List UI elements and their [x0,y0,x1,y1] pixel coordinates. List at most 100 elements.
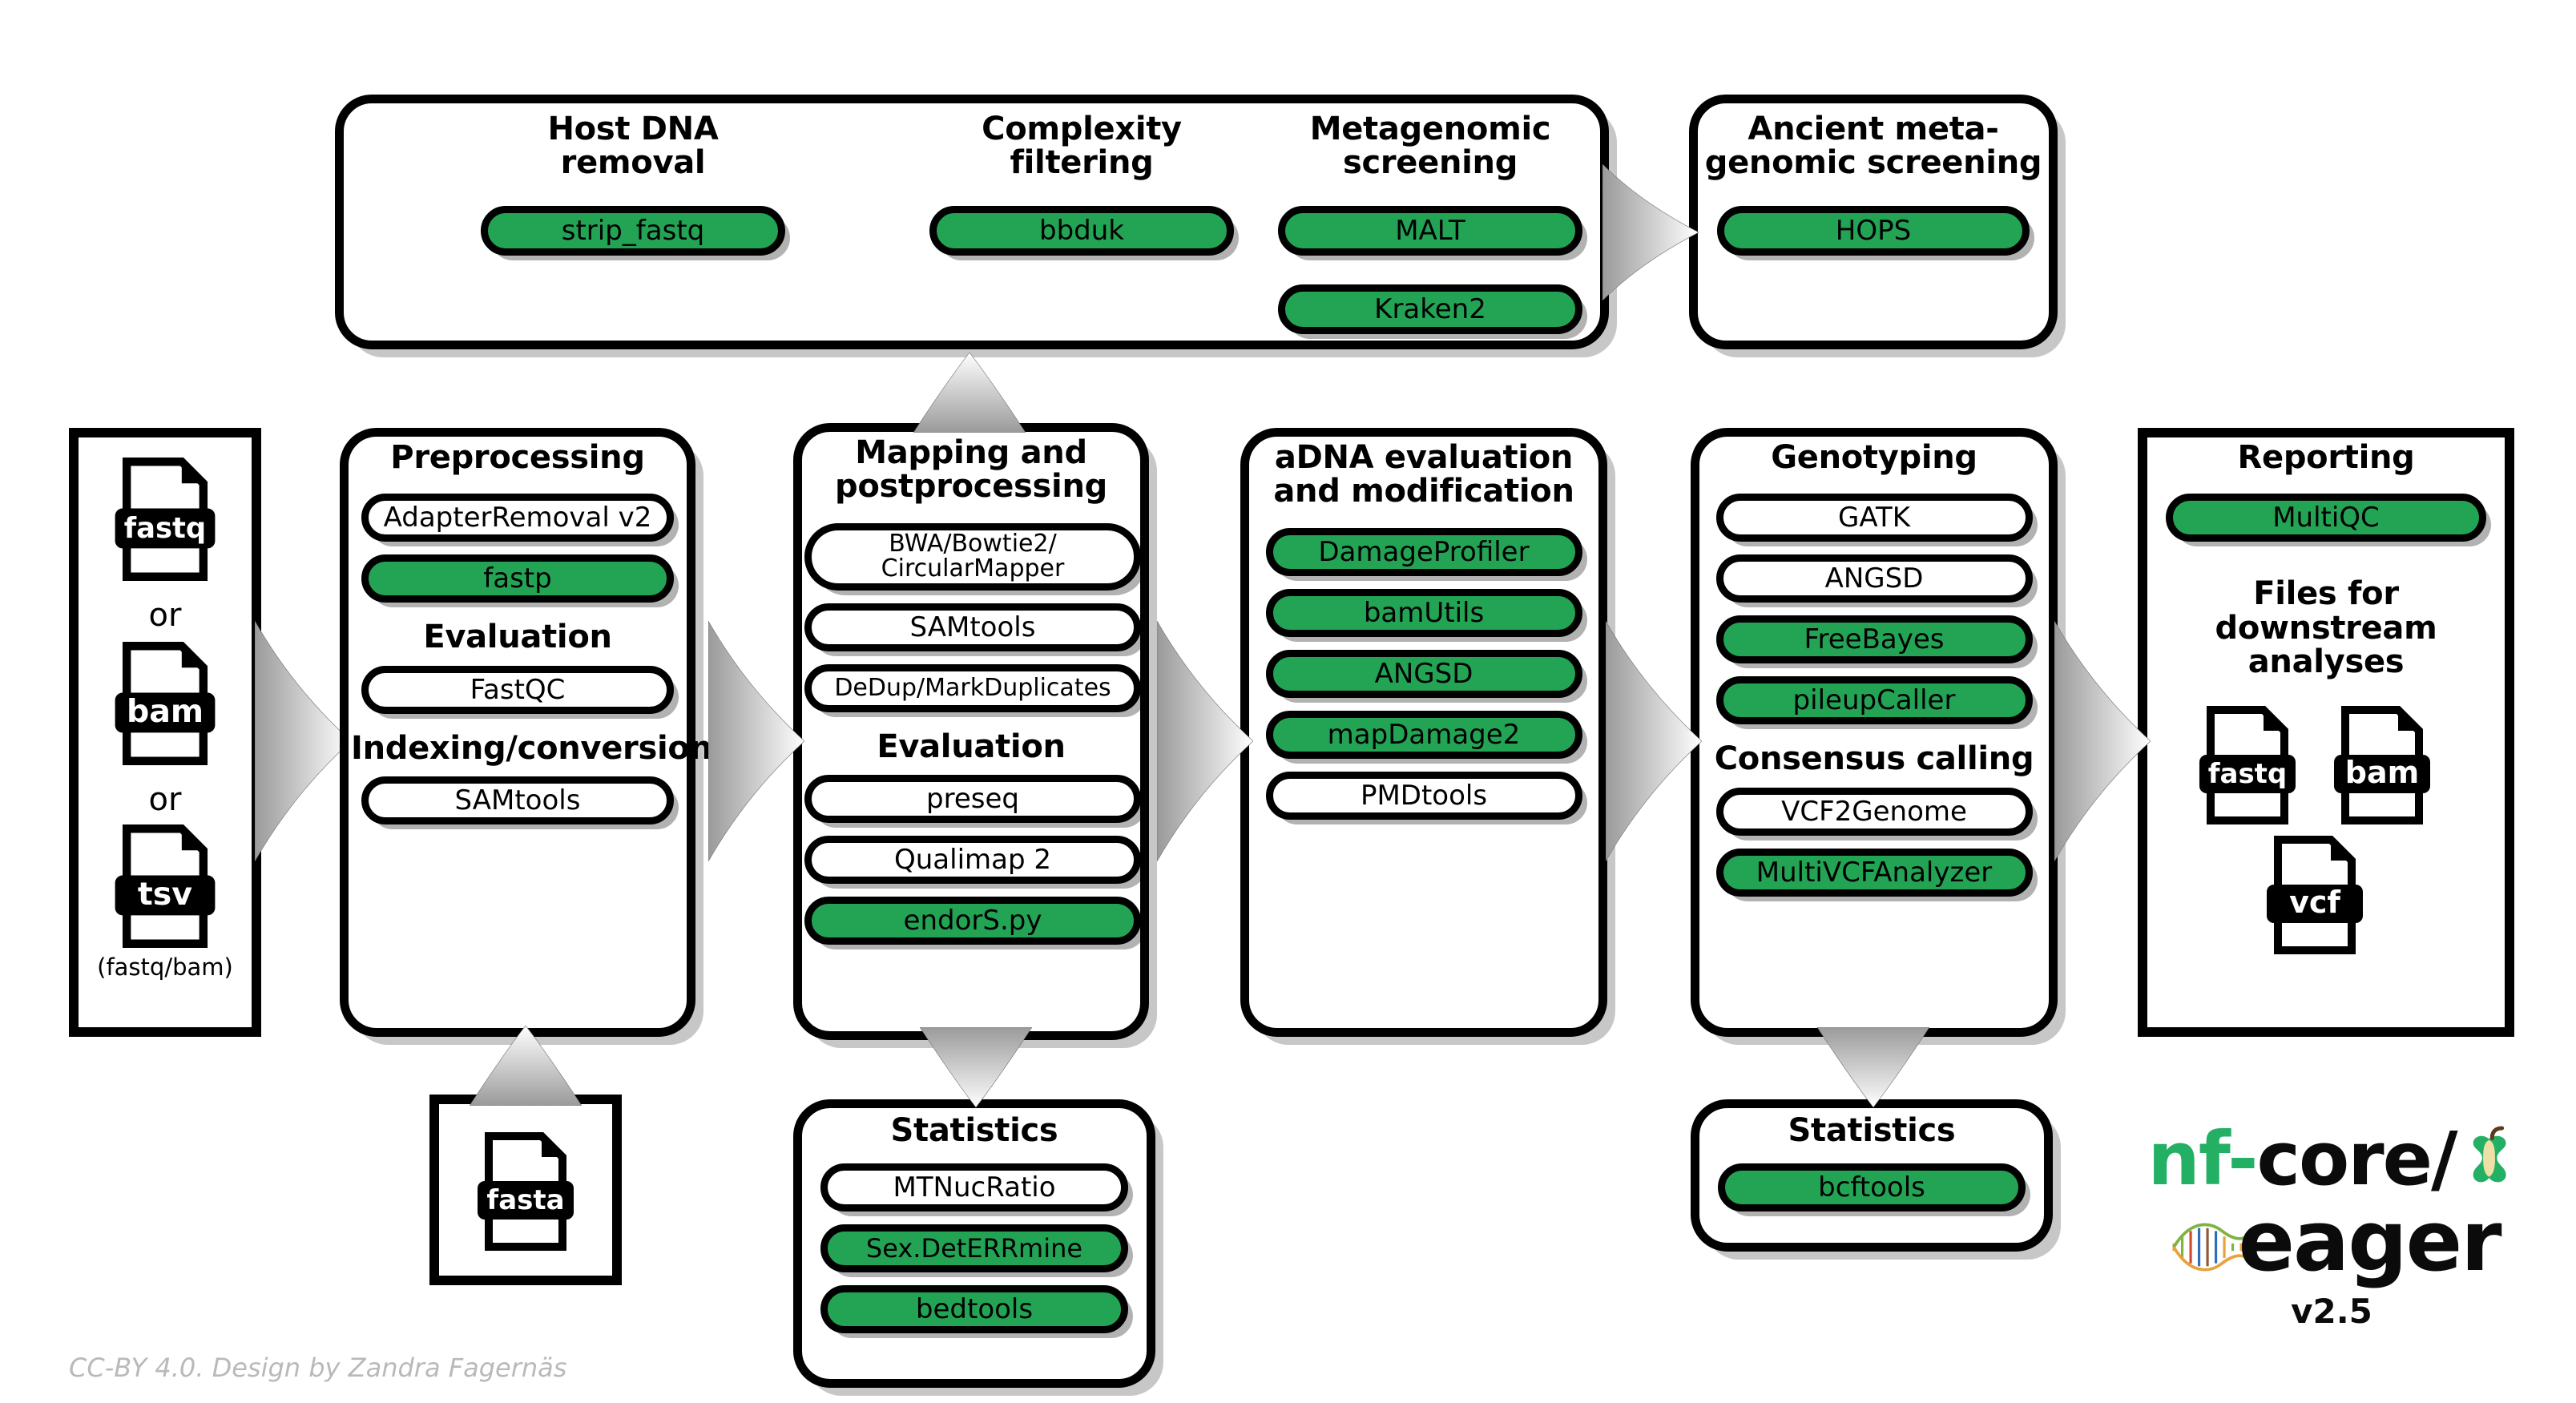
or-label-2: or [148,781,182,818]
column-title-reporting: Reporting [2237,439,2415,476]
tool-pill-kraken2[interactable]: Kraken2 [1278,284,1582,334]
file-icon-label: vcf [2289,885,2340,920]
tool-pill-label: MTNucRatio [893,1171,1056,1204]
tool-pill-gatk[interactable]: GATK [1715,494,2033,542]
tool-pill-label: SAMtools [909,611,1036,643]
tool-pill-preseq[interactable]: preseq [804,775,1141,824]
tool-pill-label: PMDtools [1360,779,1488,812]
tool-pill-label: mapDamage2 [1327,718,1521,751]
tool-pill-label: HOPS [1835,214,1912,247]
tool-pill-label: bbduk [1039,214,1124,247]
tool-pill-label: Sex.DetERRmine [865,1233,1083,1264]
statistics-genotyping-panel-title: Statistics [1788,1112,1956,1149]
tool-pill-fastqc[interactable]: FastQC [361,665,674,714]
tool-pill-angsd[interactable]: ANGSD [1265,649,1582,698]
tool-pill-mapdamage2[interactable]: mapDamage2 [1265,710,1582,759]
arrow-preprocessing-to-mapping [708,621,804,861]
logo-line-2: eager [2115,1192,2548,1290]
logo-core-text: core/ [2256,1115,2457,1202]
tool-pill-adapterremoval-v2[interactable]: AdapterRemoval v2 [361,494,674,542]
tool-pill-bedtools[interactable]: bedtools [820,1285,1128,1334]
arrow-screening-to-ancient [1602,164,1699,300]
tool-pill-label: MALT [1395,214,1465,247]
ancient-screening-title: Ancient meta-genomic screening [1704,111,2042,182]
arrow-adna-to-genotyping [1606,621,1702,861]
tool-pill-bamutils[interactable]: bamUtils [1265,588,1582,637]
tool-pill-label: MultiVCFAnalyzer [1756,856,1993,889]
subsection-title: Evaluation [877,728,1066,765]
fastq-file-icon: fastq [114,457,216,582]
vcf-file-icon: vcf [2266,835,2364,955]
arrow-mapping-to-adna [1157,621,1253,861]
tool-pill-label: FastQC [470,673,566,706]
arrow-mapping-to-statistics [920,1027,1032,1107]
tool-pill-malt[interactable]: MALT [1278,205,1582,256]
file-icon-label: fastq [124,512,207,545]
tool-pill-label: GATK [1837,502,1911,534]
tool-pill-damageprofiler[interactable]: DamageProfiler [1265,527,1582,576]
credit-text: CC-BY 4.0. Design by Zandra Fagernäs [69,1353,567,1383]
apple-core-icon [2473,1126,2506,1183]
tool-pill-label: MultiQC [2272,502,2380,534]
arrow-genotyping-to-reporting [2054,621,2151,861]
tool-pill-mtnucratio[interactable]: MTNucRatio [820,1163,1128,1212]
tool-pill-pileupcaller[interactable]: pileupCaller [1715,676,2033,725]
tool-pill-label: DeDup/MarkDuplicates [834,673,1111,702]
tool-pill-label: endorS.py [903,905,1042,937]
tool-pill-qualimap-2[interactable]: Qualimap 2 [804,836,1141,885]
tool-pill-pmdtools[interactable]: PMDtools [1265,771,1582,820]
column-title-preprocessing: Preprocessing [390,439,645,476]
logo-version: v2.5 [2291,1292,2372,1331]
tool-pill-label: BWA/Bowtie2/CircularMapper [881,530,1065,583]
file-icon-label: tsv [138,876,192,913]
tool-pill-sex-deterrmine[interactable]: Sex.DetERRmine [820,1224,1128,1273]
tool-pill-bbduk[interactable]: bbduk [929,205,1234,256]
tool-pill-label: Qualimap 2 [893,844,1051,877]
tool-pill-endors-py[interactable]: endorS.py [804,897,1141,945]
tool-pill-label: Kraken2 [1374,292,1486,325]
tool-pill-multivcfanalyzer[interactable]: MultiVCFAnalyzer [1715,848,2033,897]
tool-pill-strip-fastq[interactable]: strip_fastq [481,205,785,256]
tool-pill-label: VCF2Genome [1781,795,1967,828]
tool-pill-bwa-bowtie2-circularmapper[interactable]: BWA/Bowtie2/CircularMapper [804,522,1141,591]
logo-nf-text: nf- [2147,1115,2258,1202]
arrow-mapping-to-screening [913,353,1026,433]
tool-pill-samtools[interactable]: SAMtools [361,776,674,825]
tool-pill-label: FreeBayes [1804,623,1945,656]
file-icon-label: fasta [486,1184,564,1216]
tool-pill-label: DamageProfiler [1318,535,1530,568]
tool-pill-label: pileupCaller [1792,684,1956,717]
bam-file-icon: bam [114,641,216,766]
tool-pill-multiqc[interactable]: MultiQC [2166,494,2486,542]
apple-core-icon-wrap [2466,1126,2516,1191]
tsv-file-icon: tsv [114,824,216,949]
tool-pill-vcf2genome[interactable]: VCF2Genome [1715,787,2033,836]
tool-pill-dedup-markduplicates[interactable]: DeDup/MarkDuplicates [804,663,1141,712]
file-icon-label: fastq [2208,758,2288,790]
subsection-title: Consensus calling [1714,740,2034,778]
tool-pill-label: ANGSD [1824,562,1924,595]
tool-pill-label: bamUtils [1363,596,1485,629]
tool-pill-fastp[interactable]: fastp [361,554,674,603]
arrow-genotyping-to-statistics [1817,1027,1929,1107]
tool-pill-bcftools[interactable]: bcftools [1718,1163,2026,1212]
tool-pill-angsd[interactable]: ANGSD [1715,554,2033,603]
dna-helix-icon [2171,1223,2248,1272]
tool-pill-freebayes[interactable]: FreeBayes [1715,615,2033,664]
arrow-input-to-preprocessing [255,621,351,861]
tool-pill-samtools[interactable]: SAMtools [804,603,1141,651]
tool-pill-hops[interactable]: HOPS [1717,205,2030,256]
